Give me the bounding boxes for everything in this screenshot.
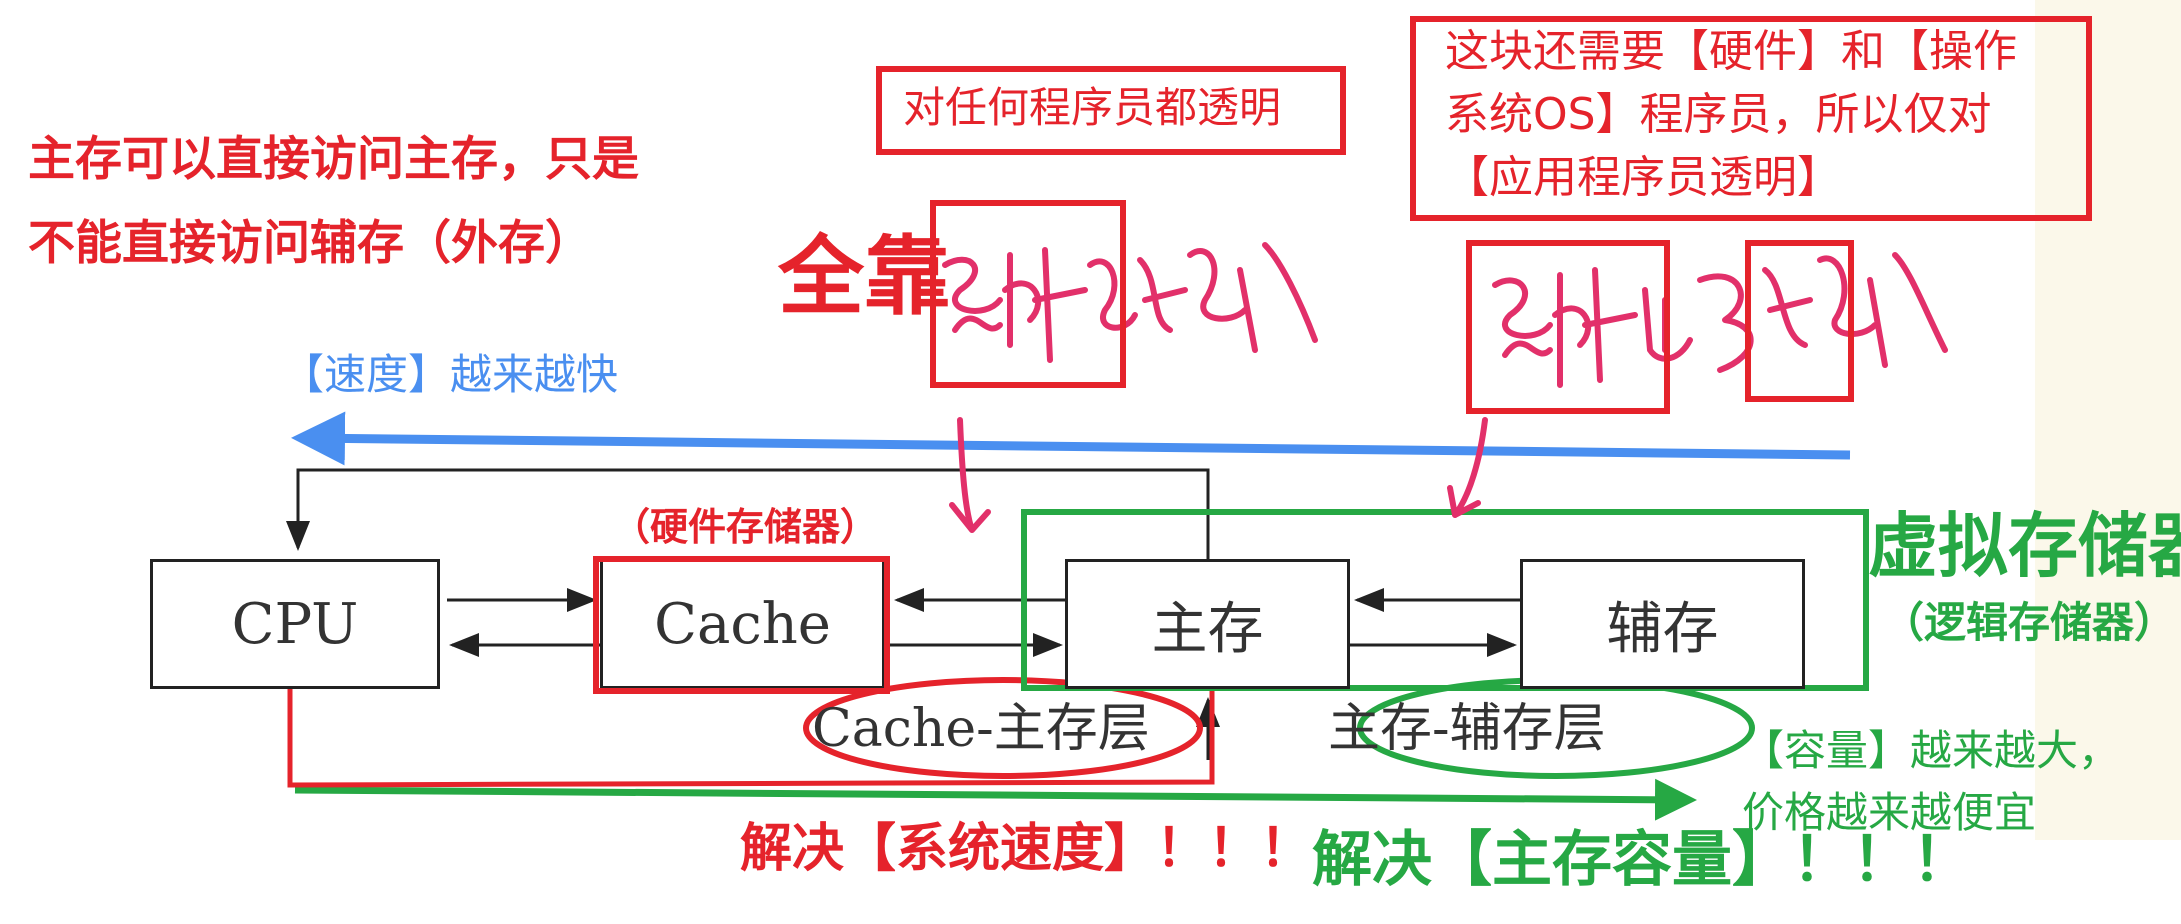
virtual-memory-subtitle: （逻辑存储器）	[1882, 598, 2177, 647]
speed-label: 【速度】越来越快	[282, 350, 619, 399]
capacity-label-line1: 【容量】越来越大，	[1742, 726, 2121, 775]
transparent-all-box	[876, 66, 1346, 155]
os-highlight	[1745, 240, 1854, 402]
left-note-line2: 不能直接访问辅存（外存）	[28, 216, 592, 271]
virtual-memory-title: 虚拟存储器	[1868, 505, 2181, 587]
cache-main-layer-label: Cache-主存层	[812, 699, 1150, 759]
quan-kao-label: 全靠	[778, 227, 950, 327]
handwriting-left	[942, 242, 1318, 533]
main-memory-box: 主存	[1065, 559, 1350, 689]
hardware-storage-label: （硬件存储器）	[612, 505, 879, 549]
left-note-line1: 主存可以直接访问主存，只是	[28, 132, 639, 187]
main-aux-layer-label: 主存-辅存层	[1328, 699, 1606, 759]
hardware-highlight-right	[1466, 240, 1670, 414]
cpu-red-bracket	[287, 680, 1215, 788]
os-note-line1: 这块还需要【硬件】和【操作	[1445, 26, 2017, 77]
os-note-box	[1410, 16, 2092, 221]
capacity-label-line2: 价格越来越便宜	[1742, 788, 2037, 837]
solve-speed-label: 解决【系统速度】！！！	[740, 819, 1313, 879]
os-note-line3: 【应用程序员透明】	[1445, 152, 1841, 203]
transparent-all-label: 对任何程序员都透明	[903, 83, 1282, 132]
os-note-line2: 系统OS】程序员，所以仅对	[1445, 89, 1992, 140]
hardware-highlight-left	[930, 200, 1126, 388]
background-strip	[2035, 0, 2181, 840]
cache-box: Cache	[600, 559, 885, 689]
cache-highlight	[593, 556, 890, 694]
solve-capacity-label: 解决【主存容量】！！！	[1312, 825, 1972, 895]
speed-arrow	[291, 411, 1851, 466]
cpu-box: CPU	[150, 559, 440, 689]
aux-memory-box: 辅存	[1520, 559, 1805, 689]
virtual-memory-frame	[1021, 509, 1869, 691]
capacity-arrow	[294, 778, 1697, 821]
cache-main-ellipse	[803, 677, 1203, 779]
